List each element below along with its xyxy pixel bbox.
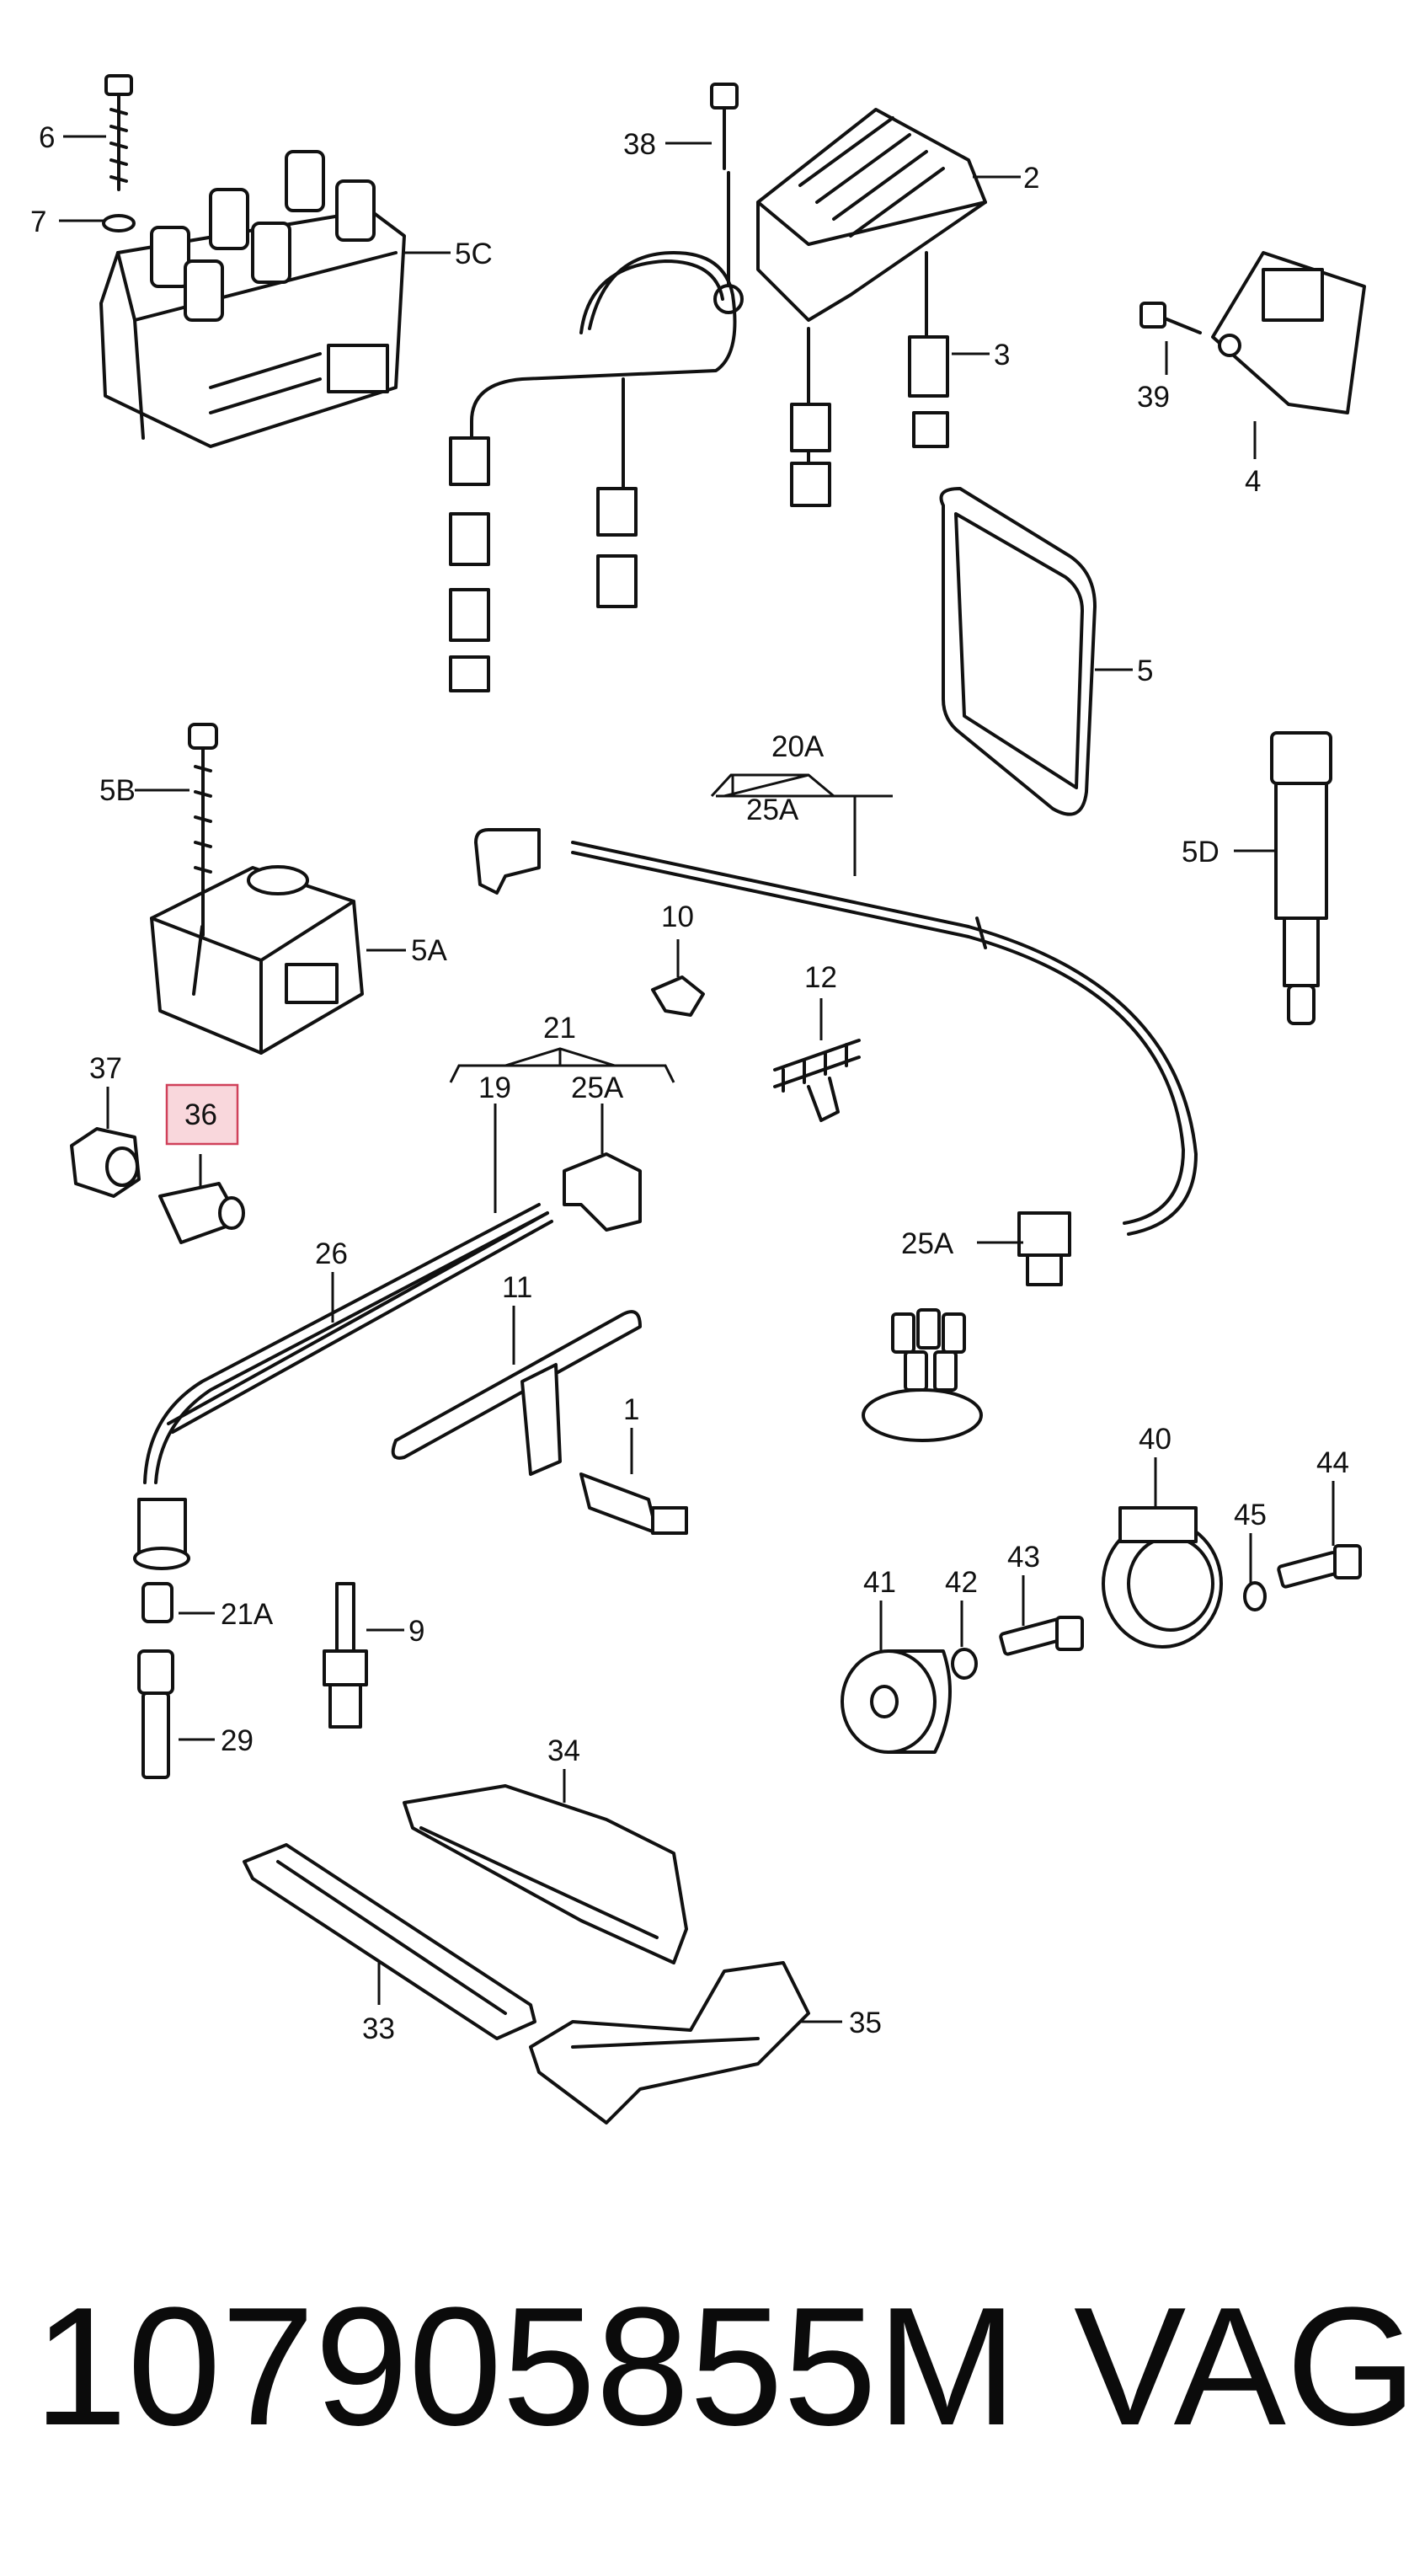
bolt-44 — [1277, 1544, 1362, 1589]
part-number-footer: 107905855M VAG — [34, 2273, 1409, 2461]
label-5a: 5A — [411, 934, 447, 967]
label-26: 26 — [315, 1237, 348, 1270]
label-40: 40 — [1139, 1423, 1171, 1456]
spark-plug-9 — [323, 1582, 368, 1729]
label-37: 37 — [89, 1052, 122, 1085]
damper-41 — [841, 1649, 952, 1754]
label-25a-mid: 25A — [571, 1072, 624, 1104]
holder-12 — [773, 1039, 861, 1122]
bolt-39 — [1139, 302, 1202, 334]
washer-42 — [951, 1648, 978, 1680]
ignition-lead-26 — [133, 1203, 549, 1570]
leader-lines — [59, 135, 1335, 2023]
label-1: 1 — [623, 1393, 639, 1426]
label-4: 4 — [1245, 465, 1261, 498]
label-5d: 5D — [1182, 836, 1220, 868]
label-21: 21 — [543, 1012, 576, 1045]
pencil-coil-5d — [1270, 731, 1332, 1025]
ignition-module-4 — [1211, 251, 1366, 414]
label-5c: 5C — [455, 238, 493, 270]
label-35: 35 — [849, 2007, 882, 2039]
gasket-5 — [939, 487, 1097, 816]
bolt-43 — [999, 1616, 1084, 1656]
highlight-box-36 — [165, 1083, 239, 1146]
label-6: 6 — [39, 121, 55, 154]
brand-label: VAG — [1074, 2273, 1409, 2461]
label-42: 42 — [945, 1566, 978, 1599]
part-number: 107905855M — [34, 2273, 1017, 2461]
label-44: 44 — [1316, 1446, 1349, 1479]
distributor-cap — [862, 1308, 983, 1442]
label-2: 2 — [1023, 162, 1039, 195]
clamp-40 — [1102, 1506, 1223, 1649]
label-10: 10 — [661, 901, 694, 933]
label-38: 38 — [623, 128, 656, 161]
clip-10 — [651, 975, 705, 1017]
label-25a-right: 25A — [901, 1227, 954, 1260]
bolt-6 — [104, 74, 133, 191]
label-12: 12 — [804, 961, 837, 994]
label-36: 36 — [184, 1098, 217, 1131]
label-21a: 21A — [221, 1598, 274, 1631]
label-43: 43 — [1007, 1541, 1040, 1574]
ignition-lead-19 — [167, 1152, 642, 1434]
label-7: 7 — [30, 206, 46, 238]
label-39: 39 — [1137, 381, 1170, 414]
label-5b: 5B — [99, 774, 136, 807]
ignition-module-2 — [756, 108, 987, 322]
ignition-leads-3 — [449, 251, 949, 692]
label-41: 41 — [863, 1566, 896, 1599]
sensor-1 — [579, 1472, 688, 1535]
parts-diagram: 6 7 5C 38 2 3 39 4 5 5D 20A 25A 5B 5A 10… — [30, 74, 1366, 2124]
washer-7 — [102, 214, 136, 232]
label-19: 19 — [478, 1072, 511, 1104]
clip-36 — [158, 1182, 245, 1244]
label-3: 3 — [994, 339, 1010, 371]
bracket-11 — [391, 1310, 642, 1476]
cover-35 — [529, 1961, 810, 2124]
label-9: 9 — [408, 1615, 424, 1648]
connector-21a — [141, 1582, 173, 1623]
bolt-5b — [188, 723, 218, 937]
label-45: 45 — [1234, 1499, 1267, 1531]
washer-45 — [1243, 1581, 1267, 1611]
label-33: 33 — [362, 2012, 395, 2045]
cover-33 — [243, 1843, 536, 2040]
cover-34 — [403, 1784, 688, 1964]
callout-labels: 6 7 5C 38 2 3 39 4 5 5D 20A 25A 5B 5A 10… — [30, 121, 1349, 2045]
connector-29 — [137, 1649, 174, 1779]
label-29: 29 — [221, 1724, 254, 1757]
label-20a: 20A — [771, 730, 825, 763]
nut-37 — [70, 1127, 141, 1198]
ignition-coil-5a — [150, 865, 364, 1055]
ignition-coil-5c — [99, 150, 406, 448]
ignition-lead-20a — [474, 828, 1198, 1286]
label-25a-top: 25A — [746, 794, 799, 826]
label-34: 34 — [547, 1734, 580, 1767]
label-5: 5 — [1137, 655, 1153, 687]
label-11: 11 — [502, 1271, 532, 1304]
